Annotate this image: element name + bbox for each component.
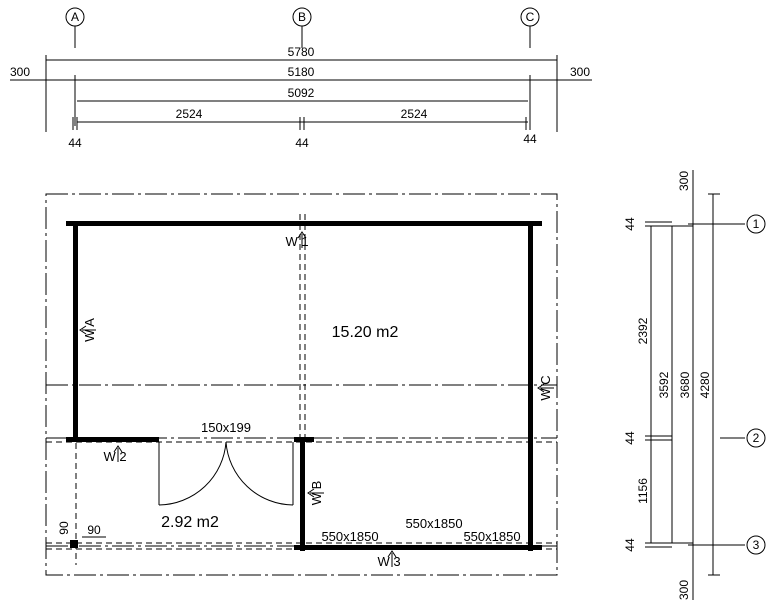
dim-overall-width: 5780 [288,45,315,59]
svg-text:W 3: W 3 [377,554,400,569]
dim-side-wall-1: 44 [623,217,637,231]
grid-label-c: C [526,10,535,24]
corner-dim-vertical: 90 [57,521,71,535]
wall-tag-w1: W 1 [285,231,309,249]
dim-left-bay: 2524 [176,107,203,121]
wall-tag-w2: W 2 [103,445,127,464]
dim-side-bottom-overhang: 300 [677,580,691,600]
dim-wall-c: 44 [523,132,537,146]
dim-wall-a: 44 [68,136,82,150]
dim-right-overhang: 300 [570,65,590,79]
dim-side-front-room: 2392 [636,317,650,344]
dim-inner-width: 5092 [288,86,315,100]
dim-side-wall-3: 44 [623,538,637,552]
grid-bubble-2: 2 [746,428,766,448]
wall-partition-left [66,437,159,442]
dim-axis-width: 5180 [288,65,315,79]
wall-top [66,221,542,226]
window-size-right: 550x1850 [463,529,520,544]
svg-text:W 2: W 2 [103,449,126,464]
grid-label-3: 3 [753,538,760,552]
window-size-mid: 550x1850 [405,516,462,531]
dim-side-axis-span: 3680 [678,371,692,398]
wall-right [528,221,533,551]
dim-side-wall-2: 44 [623,431,637,445]
dim-left-overhang: 300 [10,65,30,79]
grid-bubble-1: 1 [746,214,766,234]
wall-tag-wb: W B [307,481,324,505]
dim-side-inner-span: 3592 [657,371,671,398]
dim-wall-b: 44 [295,136,309,150]
grid-label-1: 1 [753,217,760,231]
top-dimension-chain [10,55,592,132]
svg-text:W 1: W 1 [285,234,308,249]
grid-bubble-a: A [65,7,85,48]
double-door [158,441,294,506]
grid-bubble-c: C [520,7,540,48]
corner-post [70,540,78,548]
side-dimension-chain [645,170,745,600]
grid-label-2: 2 [753,431,760,445]
dim-right-bay: 2524 [401,107,428,121]
window-size-left: 550x1850 [321,529,378,544]
grid-label-b: B [298,10,306,24]
wall-left [73,221,78,441]
wall-tag-w3: W 3 [377,550,401,569]
area-small-room: 2.92 m2 [161,514,219,531]
grid-bubble-b: B [292,7,312,48]
wall-inner-vertical [300,437,305,551]
grid-label-a: A [71,10,79,24]
dim-side-back-room: 1156 [636,478,650,504]
wall-tag-wa: W A [79,318,97,342]
grid-bubble-3: 3 [746,535,766,555]
wall-bottom [294,545,542,550]
area-main-room: 15.20 m2 [332,324,399,341]
door-size: 150x199 [201,420,251,435]
wall-tag-wc: W C [537,375,554,401]
corner-dim-horizontal: 90 [87,523,101,537]
dim-side-overall: 4280 [698,371,712,398]
walls [66,221,542,551]
dim-side-top-overhang: 300 [677,171,691,191]
